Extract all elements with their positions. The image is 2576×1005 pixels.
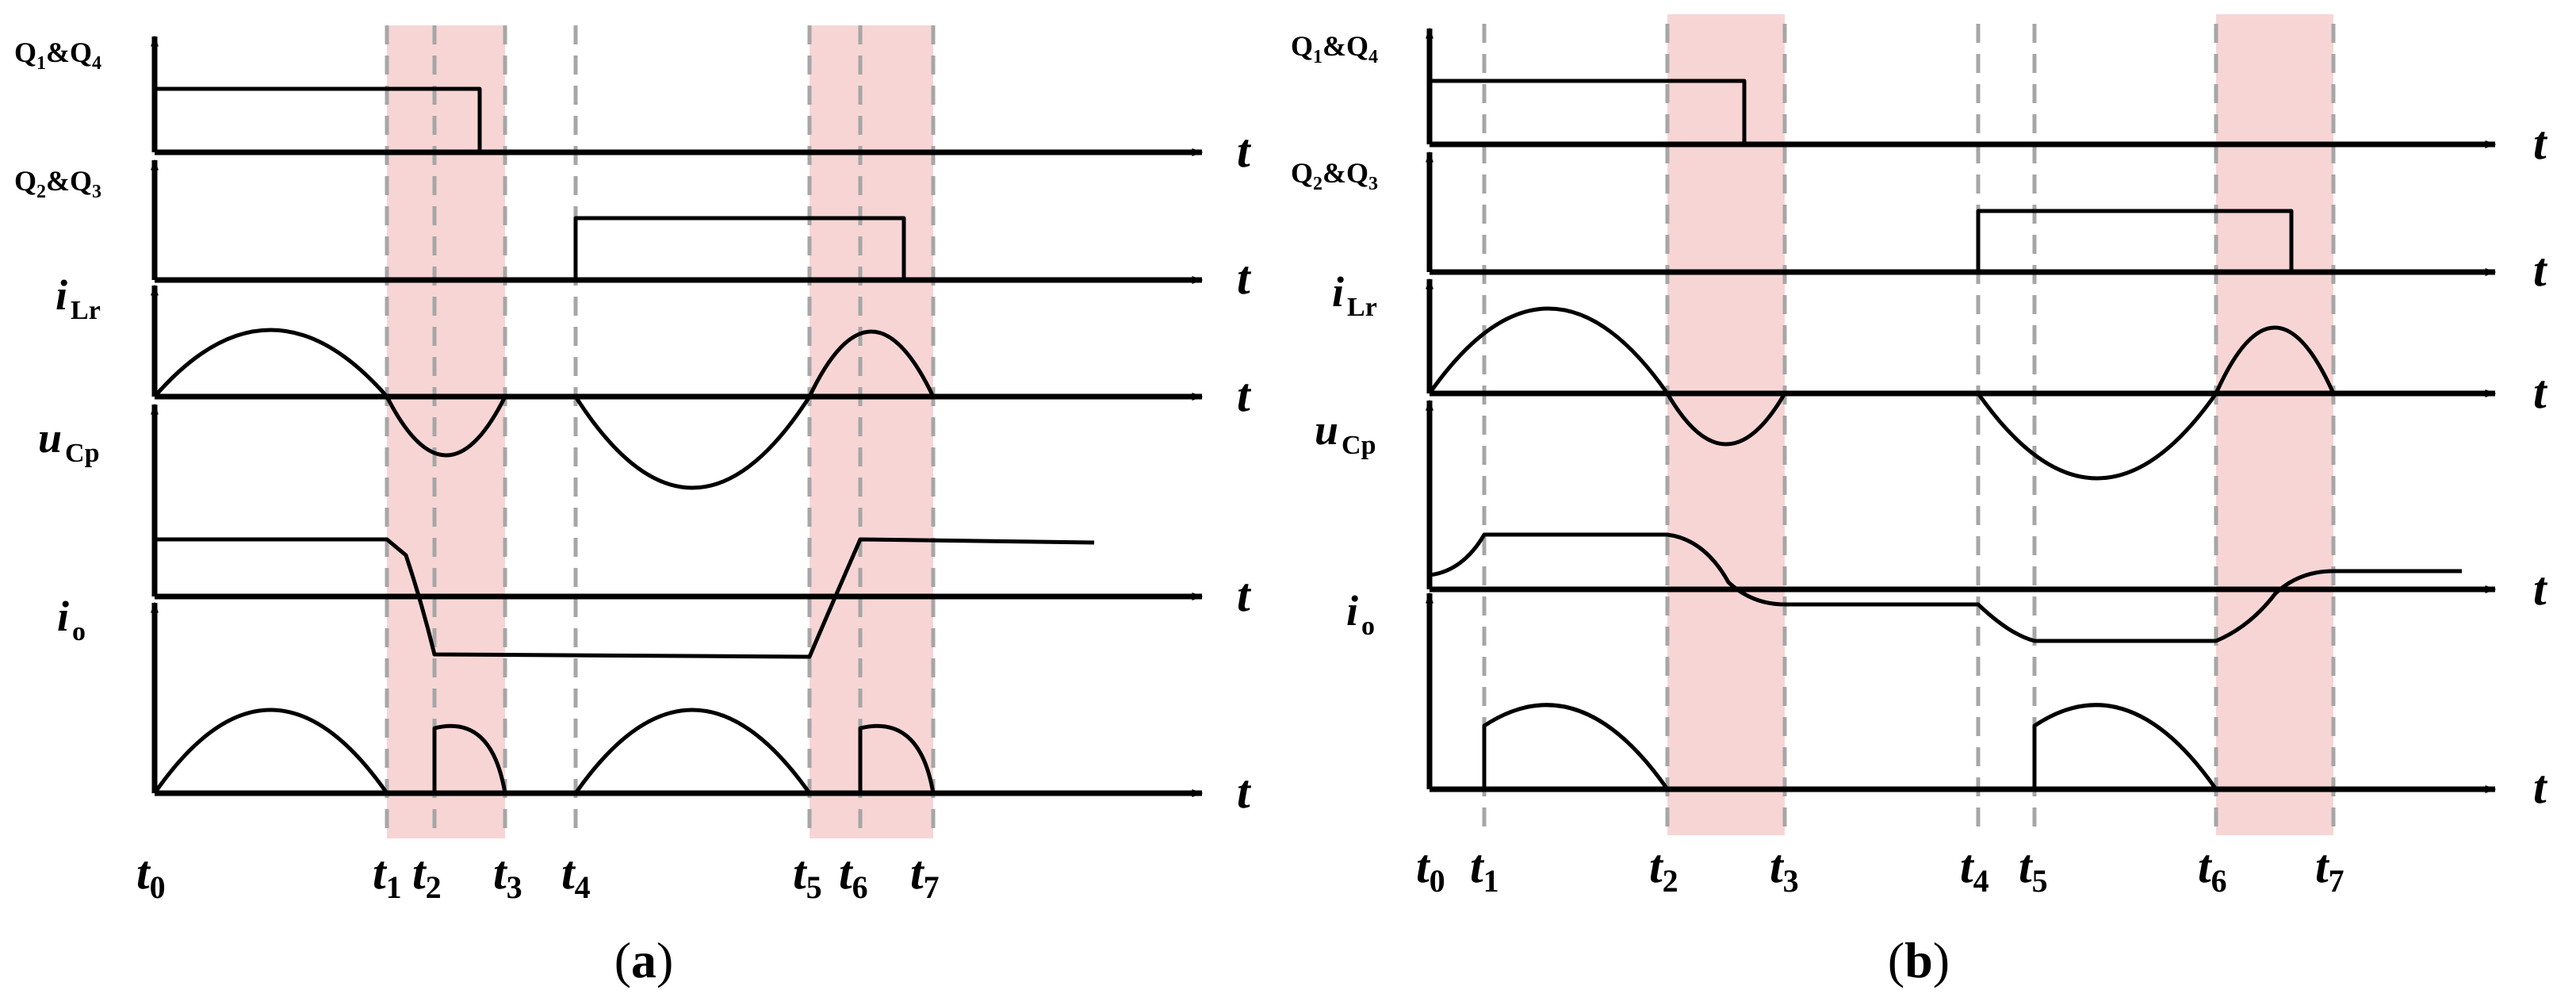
axis-t-label: t	[1237, 765, 1252, 818]
shade-t1-t3	[387, 25, 505, 838]
io-wave	[1482, 703, 2218, 791]
ilr-wave	[1427, 306, 2336, 481]
time-label-t0: t0	[1416, 840, 1445, 899]
axes	[1426, 27, 2497, 793]
axis-t-label: t	[1237, 125, 1252, 177]
axis-t-label: t	[1237, 369, 1252, 421]
axis-t-label: t	[2533, 117, 2548, 169]
q14-gate-pulse	[155, 86, 482, 152]
q23-gate-pulse	[1976, 209, 2294, 272]
ucp-wave	[1429, 532, 2462, 643]
ucp-wave	[155, 537, 1095, 659]
shade-t2-t3	[1667, 14, 1785, 835]
time-label-t7: t7	[2315, 840, 2344, 899]
time-label-t5: t5	[2019, 840, 2048, 899]
time-label-t6: t6	[839, 846, 868, 905]
axis-t-label: t	[1237, 569, 1252, 621]
axis-t-label: t	[2533, 244, 2548, 296]
panel-caption-b: (b)	[1888, 932, 1950, 988]
time-markers	[385, 25, 936, 838]
time-label-t4: t4	[1960, 840, 1989, 899]
panel-caption-a: (a)	[614, 932, 674, 988]
q14-gate-pulse	[1430, 79, 1747, 144]
time-labels: t0 t1 t2 t3 t4 t5 t6 t7	[1416, 840, 2344, 899]
time-label-t1: t1	[373, 846, 402, 905]
waveforms	[152, 86, 1095, 795]
time-labels: t0 t1 t2 t3 t4 t5 t6 t7	[136, 846, 940, 905]
axes	[151, 35, 1204, 797]
time-label-t7: t7	[910, 846, 940, 905]
q23-gate-pulse	[573, 216, 906, 280]
time-label-t3: t3	[493, 846, 522, 905]
time-label-t1: t1	[1470, 840, 1499, 899]
time-label-t5: t5	[793, 846, 822, 905]
io-wave	[152, 708, 936, 795]
axis-t-label: t	[2533, 366, 2548, 418]
axis-t-label: t	[1237, 251, 1252, 304]
ilr-wave	[153, 328, 936, 490]
time-label-t0: t0	[136, 846, 166, 905]
time-label-t4: t4	[561, 846, 591, 905]
time-label-t3: t3	[1770, 840, 1799, 899]
shade-t6-t7	[2216, 14, 2333, 835]
axis-t-label: t	[2533, 562, 2548, 615]
q14-label: Q1&Q4	[14, 36, 101, 74]
q23-label: Q2&Q3	[14, 165, 101, 202]
axis-t-label: t	[2533, 761, 2548, 813]
shade-t5-t7	[810, 25, 933, 838]
shaded-intervals	[1667, 14, 2333, 835]
q23-label: Q2&Q3	[1291, 157, 1378, 194]
time-markers	[1482, 24, 2336, 835]
q14-label: Q1&Q4	[1291, 30, 1378, 67]
waveforms	[1427, 79, 2462, 791]
time-label-t2: t2	[412, 846, 442, 905]
time-label-t2: t2	[1649, 840, 1678, 899]
time-label-t6: t6	[2198, 840, 2227, 899]
